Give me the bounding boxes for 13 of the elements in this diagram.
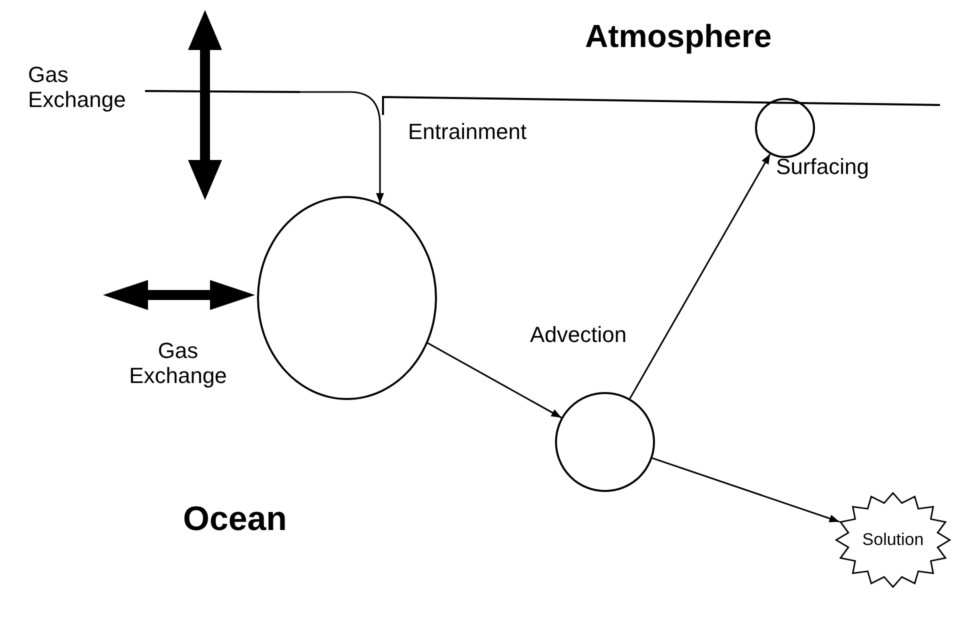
- arrow: [652, 457, 840, 522]
- circle: [755, 98, 815, 158]
- arrow: [629, 154, 771, 400]
- region-label: Gas Exchange: [128, 338, 228, 389]
- region-label: Gas Exchange: [28, 62, 127, 113]
- circle: [257, 196, 437, 400]
- region-label: Ocean: [183, 499, 287, 540]
- circle: [555, 392, 655, 492]
- arrow: [300, 91, 384, 204]
- region-label: Atmosphere: [585, 17, 772, 56]
- node-caption: Surfacing: [776, 153, 869, 181]
- arrow: [427, 342, 562, 418]
- node-label: Solution: [862, 529, 924, 552]
